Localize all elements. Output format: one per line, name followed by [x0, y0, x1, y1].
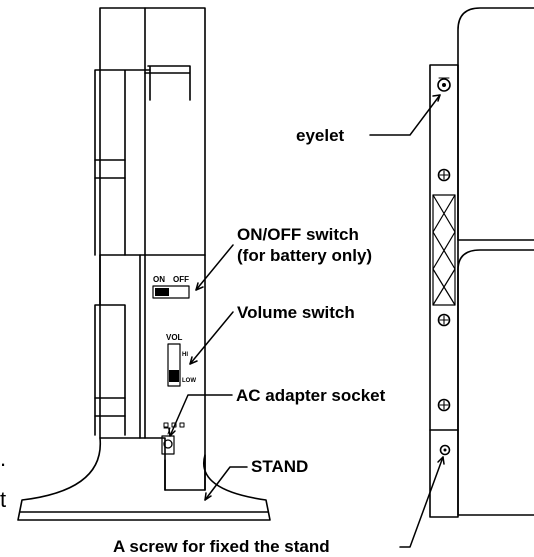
- back-bottom-cabinet: [457, 249, 534, 516]
- vol-low-marking: LOW: [182, 378, 196, 384]
- eyelet-label: eyelet: [296, 126, 345, 145]
- on-off-switch-label: ON/OFF switch: [237, 225, 359, 244]
- upper-battery-bay: [94, 69, 151, 256]
- cut-off-text-2: t: [0, 487, 7, 512]
- ac-socket: [163, 439, 173, 449]
- volume-switch: [167, 343, 181, 387]
- ac-leader: [169, 394, 233, 437]
- stand-leader: [204, 466, 248, 501]
- mounting-rail: [429, 64, 459, 518]
- back-view: [429, 7, 534, 518]
- off-marking: OFF: [173, 275, 189, 284]
- on-marking: ON: [153, 275, 165, 284]
- on-off-leader: [195, 244, 234, 291]
- back-top-cabinet: [457, 7, 534, 241]
- cut-off-text-1: .: [0, 446, 7, 471]
- side-view: [17, 7, 271, 521]
- lattice-bracket: [432, 194, 456, 306]
- stand-base: [17, 437, 271, 521]
- stand-screw: [439, 444, 451, 456]
- volume-switch-label: Volume switch: [237, 303, 355, 322]
- rail-screw-1: [437, 168, 451, 182]
- volume-leader: [189, 311, 234, 365]
- on-off-switch-note: (for battery only): [237, 246, 373, 265]
- on-off-switch: [152, 285, 190, 299]
- vol-marking: VOL: [166, 333, 183, 342]
- ac-adapter-socket-label: AC adapter socket: [236, 386, 386, 405]
- rail-screw-2: [437, 313, 451, 327]
- screw-leader: [399, 456, 444, 548]
- screw-label: A screw for fixed the stand: [113, 537, 330, 556]
- eyelet-leader: [369, 94, 441, 136]
- rail-screw-3: [437, 398, 451, 412]
- stand-label: STAND: [251, 457, 309, 476]
- vol-hi-marking: HI: [182, 352, 188, 358]
- leader-lines: [168, 94, 445, 548]
- eyelet-hole: [437, 78, 451, 92]
